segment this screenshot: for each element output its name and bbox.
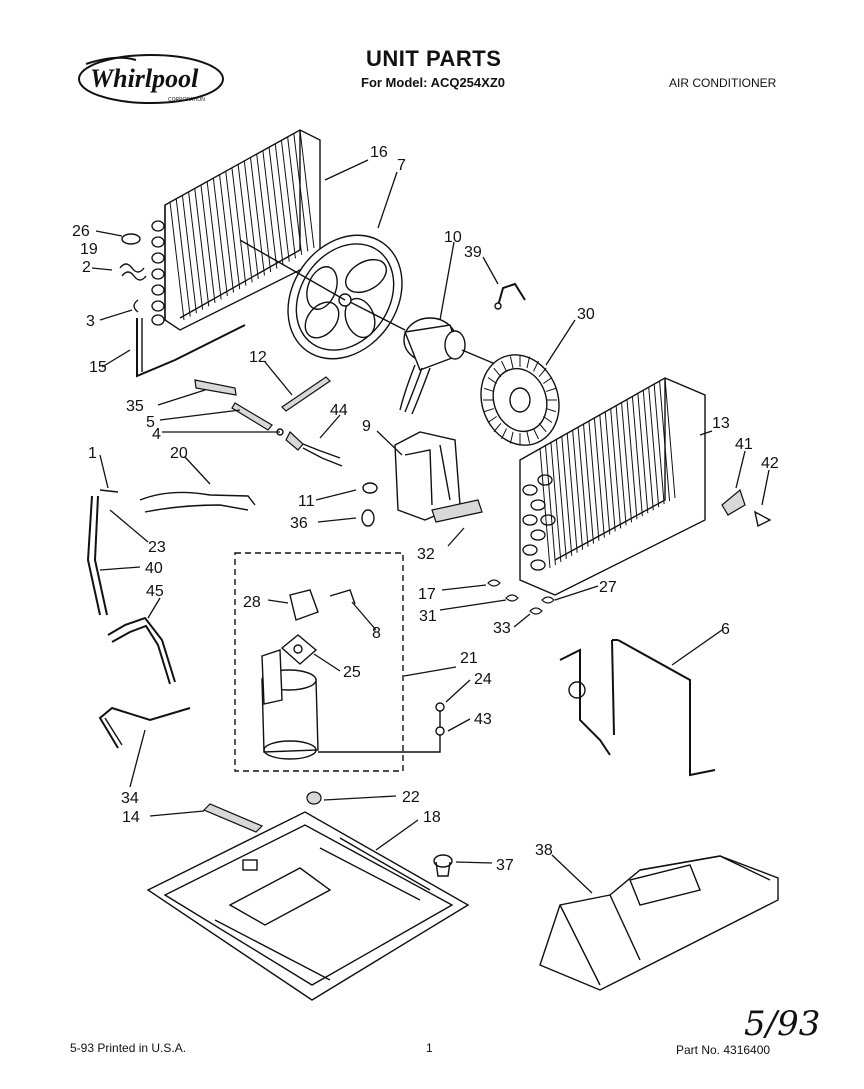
evaporator-coil-drawing xyxy=(519,377,706,596)
part-number: Part No. 4316400 xyxy=(676,1043,771,1057)
print-date-note: 5-93 Printed in U.S.A. xyxy=(70,1041,187,1055)
blower-wheel-drawing xyxy=(480,354,560,446)
small-parts-left xyxy=(119,233,246,378)
part-label-43: 43 xyxy=(474,711,492,728)
electrical-parts-drawing xyxy=(194,376,343,467)
bracket-41-drawing xyxy=(721,488,746,516)
part-label-9: 9 xyxy=(362,418,371,435)
part-label-2: 2 xyxy=(82,259,91,276)
coil-clips-drawing xyxy=(487,579,555,615)
page-title: UNIT PARTS xyxy=(366,46,502,71)
part-label-27: 27 xyxy=(599,579,617,596)
base-pan-drawing xyxy=(146,811,470,1001)
part-label-31: 31 xyxy=(419,608,437,625)
tube-34-drawing xyxy=(98,706,191,749)
part-label-20: 20 xyxy=(170,445,188,462)
part-label-12: 12 xyxy=(249,349,267,366)
part-label-36: 36 xyxy=(290,515,308,532)
part-label-34: 34 xyxy=(121,790,139,807)
part-label-13: 13 xyxy=(712,415,730,432)
page-number: 1 xyxy=(426,1041,433,1055)
part-label-33: 33 xyxy=(493,620,511,637)
cover-38-drawing xyxy=(539,855,779,991)
part-label-45: 45 xyxy=(146,583,164,600)
part-label-1: 1 xyxy=(88,445,97,462)
part-label-5: 5 xyxy=(146,414,155,431)
part-label-11: 11 xyxy=(298,493,315,510)
part-label-40: 40 xyxy=(145,560,163,577)
part-label-26: 26 xyxy=(72,223,90,240)
part-label-41: 41 xyxy=(735,436,753,453)
part-label-37: 37 xyxy=(496,857,514,874)
appliance-category: AIR CONDITIONER xyxy=(669,76,777,90)
motor-bracket-drawing xyxy=(361,431,483,527)
whirlpool-logo: Whirlpool CORPORATION xyxy=(78,54,224,104)
part-label-6: 6 xyxy=(721,621,730,638)
fan-motor-drawing xyxy=(349,301,501,415)
svg-text:CORPORATION: CORPORATION xyxy=(168,97,205,103)
part-label-3: 3 xyxy=(86,313,95,330)
wire-harness-drawing xyxy=(559,639,716,777)
part-label-15: 15 xyxy=(89,359,107,376)
part-label-38: 38 xyxy=(535,842,553,859)
part-label-23: 23 xyxy=(148,539,166,556)
model-line: For Model: ACQ254XZ0 xyxy=(361,75,505,90)
part-label-30: 30 xyxy=(577,306,595,323)
part-label-10: 10 xyxy=(444,229,462,246)
part-label-44: 44 xyxy=(330,402,348,419)
part-label-16: 16 xyxy=(370,144,388,161)
part-label-18: 18 xyxy=(423,809,441,826)
compressor-mount-22 xyxy=(306,791,322,805)
part-label-17: 17 xyxy=(418,586,436,603)
drain-plug-37 xyxy=(433,854,453,877)
part-label-21: 21 xyxy=(460,650,478,667)
part-label-22: 22 xyxy=(402,789,420,806)
part-label-42: 42 xyxy=(761,455,779,472)
condenser-fan-blade-drawing xyxy=(239,234,403,360)
part-label-32: 32 xyxy=(417,546,435,563)
part-label-25: 25 xyxy=(343,664,361,681)
strip-14-drawing xyxy=(202,803,264,833)
svg-text:Whirlpool: Whirlpool xyxy=(90,64,199,93)
part-label-14: 14 xyxy=(122,809,140,826)
motor-clip-drawing xyxy=(497,282,526,307)
compressor-parts-drawing xyxy=(261,589,445,760)
part-label-7: 7 xyxy=(397,157,406,174)
part-label-8: 8 xyxy=(372,625,381,642)
part-label-19: 19 xyxy=(80,241,98,258)
compressor-assembly-box xyxy=(234,552,404,772)
part-label-35: 35 xyxy=(126,398,144,415)
part-label-28: 28 xyxy=(243,594,261,611)
refrigerant-tubing-drawing xyxy=(86,489,256,685)
part-label-39: 39 xyxy=(464,244,482,261)
part-number-labels: 16 7 26 19 2 3 10 39 15 12 30 35 5 4 44 … xyxy=(72,144,779,874)
part-label-24: 24 xyxy=(474,671,492,688)
part-label-4: 4 xyxy=(152,426,161,443)
leader-lines xyxy=(91,159,770,894)
handwritten-date: 5/93 xyxy=(744,1004,821,1044)
arrow-42-drawing xyxy=(753,510,772,528)
